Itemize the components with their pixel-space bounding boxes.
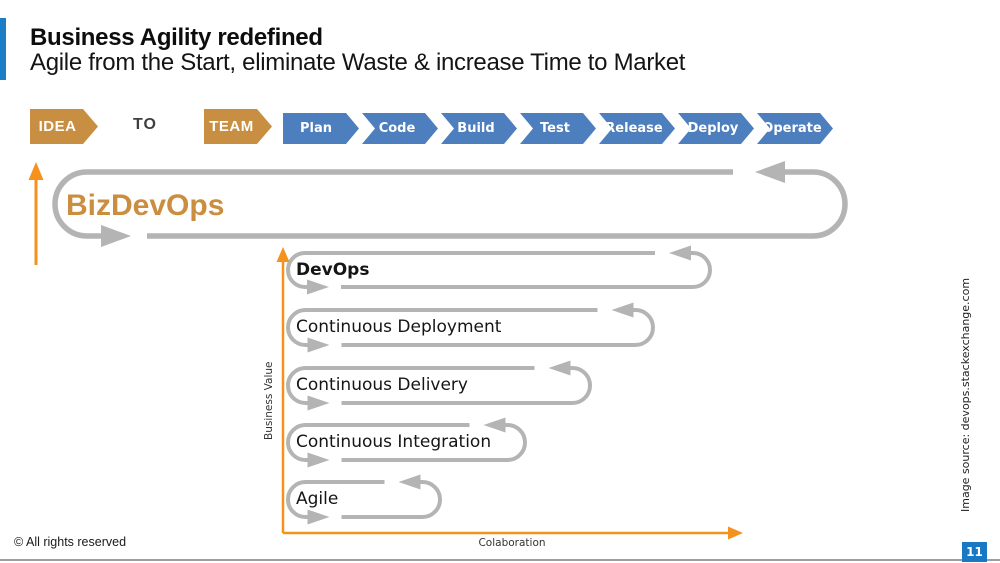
loop-label-continuous-delivery: Continuous Delivery (296, 375, 468, 395)
pipeline-stages: Plan Code Build Test Release Deploy Oper… (283, 113, 833, 144)
loop-arrow-forward-bizdevops (101, 225, 131, 247)
loop-label-agile: Agile (296, 489, 339, 509)
loop-arrow-back-continuous-delivery (548, 360, 571, 376)
loop-path-agile (341, 480, 442, 519)
stage-operate: Operate (757, 113, 833, 144)
loop-arrow-back-agile (398, 474, 421, 490)
loop-arrow-forward-agile (307, 509, 330, 525)
loop-arrow-forward-continuous-integration (307, 452, 330, 468)
y-axis-arrowhead (276, 247, 290, 262)
idea-arrow-shape: IDEA (30, 109, 98, 144)
page-number-badge: 11 (962, 542, 987, 562)
copyright-text: © All rights reserved (14, 535, 127, 549)
loop-path-devops (341, 251, 712, 289)
loop-arrow-forward-continuous-deployment (307, 337, 330, 353)
slide-subtitle: Agile from the Start, eliminate Waste & … (30, 49, 686, 76)
title-accent-bar (0, 18, 6, 80)
value-up-arrowhead (28, 162, 44, 180)
loop-arrow-back-continuous-deployment (611, 302, 634, 318)
loop-label-devops: DevOps (296, 260, 370, 280)
loop-path-bizdevops (147, 169, 848, 239)
loop-arrow-back-devops (669, 245, 691, 261)
stage-deploy: Deploy (678, 113, 754, 144)
to-label: TO (133, 116, 157, 133)
stage-test: Test (520, 113, 596, 144)
y-axis-label: Business Value (263, 361, 275, 440)
loop-label-continuous-integration: Continuous Integration (296, 432, 492, 452)
stage-release: Release (599, 113, 675, 144)
loop-label-continuous-deployment: Continuous Deployment (296, 317, 502, 337)
bottom-divider (0, 559, 1000, 561)
team-label: TEAM (209, 118, 254, 135)
stage-plan: Plan (283, 113, 359, 144)
image-source-note: Image source: devops.stackexchange.com (959, 277, 972, 512)
idea-label: IDEA (38, 118, 77, 135)
x-axis-label: Colaboration (478, 537, 546, 549)
loop-arrow-forward-devops (307, 279, 329, 295)
loop-arrow-back-continuous-integration (483, 417, 506, 433)
team-arrow-shape: TEAM (204, 109, 272, 144)
loop-arrow-back-bizdevops (755, 161, 785, 183)
loop-label-bizdevops: BizDevOps (66, 189, 225, 222)
slide-title: Business Agility redefined (30, 24, 323, 51)
stage-code: Code (362, 113, 438, 144)
loop-arrow-forward-continuous-delivery (307, 395, 330, 411)
stage-build: Build (441, 113, 517, 144)
